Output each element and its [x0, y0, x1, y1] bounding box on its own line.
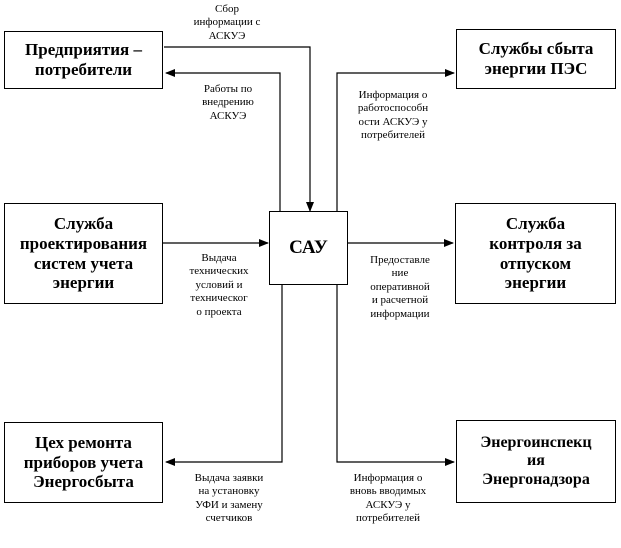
arrow-new-askue [336, 285, 455, 466]
label-collect: Сбор информации с АСКУЭ [193, 3, 261, 42]
box-consumers: Предприятия – потребители [4, 31, 163, 89]
arrow-implementation [165, 69, 281, 211]
label-operability: Информация о работоспособн ости АСКУЭ у … [357, 89, 429, 142]
box-center-sau: САУ [269, 211, 348, 285]
label-provision: Предоставле ние оперативной и расчетной … [370, 254, 430, 320]
arrow-operability [336, 69, 455, 211]
box-control: Служба контроля за отпуском энергии [455, 203, 616, 304]
label-repair-request: Выдача заявки на установку УФИ и замену … [194, 472, 264, 525]
arrow-collect [164, 46, 314, 212]
arrow-repair-request [165, 285, 283, 466]
label-implementation: Работы по внедрению АСКУЭ [202, 83, 254, 122]
label-tech-conditions: Выдача технических условий и техническог… [189, 252, 249, 318]
box-sales: Службы сбыта энергии ПЭС [456, 29, 616, 89]
box-repair: Цех ремонта приборов учета Энергосбыта [4, 422, 163, 503]
label-new-askue: Информация о вновь вводимых АСКУЭ у потр… [349, 472, 427, 525]
box-inspection: Энергоинспекц ия Энергонадзора [456, 420, 616, 503]
box-design: Служба проектирования систем учета энерг… [4, 203, 163, 304]
